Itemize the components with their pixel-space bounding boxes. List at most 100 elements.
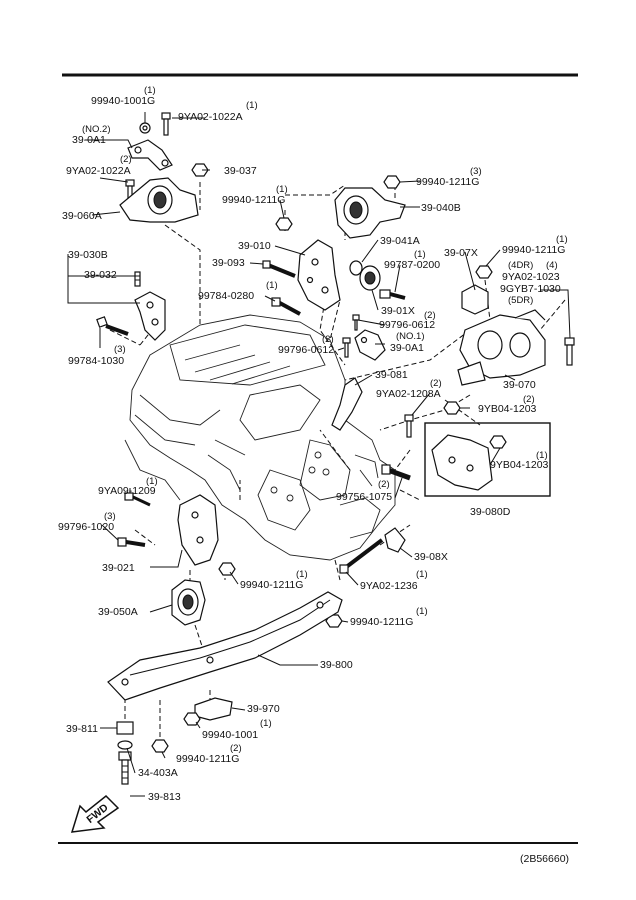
label-99940-1001g-top: 99940-1001G: [91, 95, 155, 107]
qty-99940-1211g-f: (2): [230, 743, 242, 754]
qty-99796-0612-r: (2): [424, 310, 436, 321]
bolt-9ya02-1236[interactable]: [339, 538, 384, 574]
bolt-99796-0612-l[interactable]: [342, 337, 351, 358]
bracket-39-021[interactable]: [177, 494, 219, 566]
crossmember-39-800[interactable]: [107, 591, 343, 701]
bracket-39-010[interactable]: [297, 239, 341, 311]
label-no2: (NO.2): [82, 124, 111, 135]
label-39-040b: 39-040B: [421, 202, 461, 214]
label-99784-0280: 99784-0280: [198, 290, 254, 302]
label-99940-1001: 99940-1001: [202, 729, 258, 741]
qty-9ya09-1209: (1): [146, 476, 158, 487]
label-39-08x: 39-08X: [414, 551, 448, 563]
bolt-9ya02-1023[interactable]: [564, 337, 575, 366]
bracket-39-081[interactable]: [331, 377, 363, 431]
bracket-39-080d[interactable]: [431, 434, 493, 491]
label-99787-0200: 99787-0200: [384, 259, 440, 271]
bolt-99796-1020[interactable]: [117, 537, 146, 547]
mount-39-040b[interactable]: [334, 187, 406, 239]
qty-99940-1211g-c: (1): [556, 234, 568, 245]
label-99940-1211g-b: 99940-1211G: [222, 194, 285, 206]
stud-39-093[interactable]: [262, 260, 296, 278]
label-9ya09-1209: 9YA09-1209: [98, 485, 156, 497]
nut-9yb04-1203-b[interactable]: [489, 435, 507, 449]
qty-99796-1020: (3): [104, 511, 116, 522]
qty-99940-1211g-d: (1): [296, 569, 308, 580]
bracket-39-030b[interactable]: [134, 291, 166, 341]
label-39-010: 39-010: [238, 240, 271, 252]
label-no1: (NO.1): [396, 331, 425, 342]
mount-39-060a[interactable]: [119, 177, 199, 223]
label-9ya02-1023: 9YA02-1023: [502, 271, 560, 283]
mount-39-050a[interactable]: [171, 579, 206, 626]
bushing-39-811[interactable]: [116, 721, 134, 735]
bolt-9ya09-1209[interactable]: [124, 492, 151, 507]
qty-99784-1030: (3): [114, 344, 126, 355]
nut-99940-1211g-c[interactable]: [475, 265, 493, 279]
washer-39-041a[interactable]: [349, 260, 363, 276]
label-39-813: 39-813: [148, 791, 181, 803]
bolt-99784-1030[interactable]: [96, 316, 129, 336]
insulator-39-07x[interactable]: [461, 284, 489, 315]
label-34-403a: 34-403A: [138, 767, 178, 779]
qty-99940-1001g-top: (1): [144, 85, 156, 96]
label-99796-1020: 99796-1020: [58, 521, 114, 533]
part-labels: (1) 99940-1001G (1) 9YA02-1022A (NO.2) 3…: [58, 85, 569, 865]
qty-99796-0612-l: (2): [322, 334, 334, 345]
label-99796-0612-r: 99796-0612: [379, 319, 435, 331]
nut-99940-1001g-top[interactable]: [139, 122, 151, 134]
label-39-0a1-top: 39-0A1: [72, 134, 106, 146]
label-99940-1211g-e: 99940-1211G: [350, 616, 413, 628]
bolt-99787-0200[interactable]: [379, 289, 406, 300]
mount-39-070[interactable]: [457, 309, 546, 386]
bolt-39-813[interactable]: [118, 751, 132, 785]
label-9gyb7-1030: 9GYB7-1030: [500, 283, 561, 295]
label-39-093: 39-093: [212, 257, 245, 269]
qty-99787-0200: (1): [414, 249, 426, 260]
nut-99940-1001[interactable]: [183, 712, 201, 726]
leader-lines: [67, 112, 571, 797]
bracket-39-970[interactable]: [194, 697, 233, 721]
inset-box-39-080d: [424, 422, 551, 497]
bolt-9ya02-1022a-mid[interactable]: [125, 179, 135, 203]
qty-4dr: (4): [546, 260, 558, 271]
bolt-99784-0280[interactable]: [271, 297, 301, 316]
insulator-39-01x[interactable]: [359, 265, 381, 291]
label-99784-1030: 99784-1030: [68, 355, 124, 367]
nut-99940-1211g-d[interactable]: [218, 562, 236, 576]
qty-9ya02-1236: (1): [416, 569, 428, 580]
label-39-030b: 39-030B: [68, 249, 108, 261]
bolt-99756-1075[interactable]: [381, 464, 411, 481]
nut-99940-1211g-a[interactable]: [383, 175, 401, 189]
label-99940-1211g-a: 99940-1211G: [416, 176, 479, 188]
bolt-9ya02-1208a[interactable]: [404, 414, 414, 438]
label-39-021: 39-021: [102, 562, 135, 574]
washer-34-403a[interactable]: [117, 740, 133, 750]
bracket-39-08x[interactable]: [384, 527, 406, 553]
bracket-39-0a1-top[interactable]: [127, 139, 173, 171]
nut-9yb04-1203-a[interactable]: [443, 401, 461, 415]
label-39-050a: 39-050A: [98, 606, 138, 618]
label-39-081: 39-081: [375, 369, 408, 381]
label-39-07x: 39-07X: [444, 247, 478, 259]
nut-99940-1211g-e[interactable]: [325, 614, 343, 628]
fwd-arrow-icon: FWD: [70, 794, 120, 833]
label-99940-1211g-d: 99940-1211G: [240, 579, 303, 591]
nut-99940-1211g-b[interactable]: [275, 217, 293, 231]
bolt-9ya02-1022a-top[interactable]: [161, 112, 171, 136]
label-39-970: 39-970: [247, 703, 280, 715]
bolt-39-032[interactable]: [134, 271, 141, 287]
label-39-041a: 39-041A: [380, 235, 420, 247]
label-5dr: (5DR): [508, 295, 533, 306]
nut-39-037[interactable]: [191, 163, 209, 177]
diagram-code: (2B56660): [520, 853, 569, 865]
label-4dr: (4DR): [508, 260, 533, 271]
bracket-39-0a1-mid[interactable]: [354, 329, 386, 361]
nut-99940-1211g-f[interactable]: [151, 739, 169, 753]
label-39-800: 39-800: [320, 659, 353, 671]
bolt-99796-0612-r[interactable]: [352, 314, 360, 331]
label-9ya02-1236: 9YA02-1236: [360, 580, 418, 592]
qty-9ya02-1022a-mid: (2): [120, 154, 132, 165]
qty-99784-0280: (1): [266, 280, 278, 291]
